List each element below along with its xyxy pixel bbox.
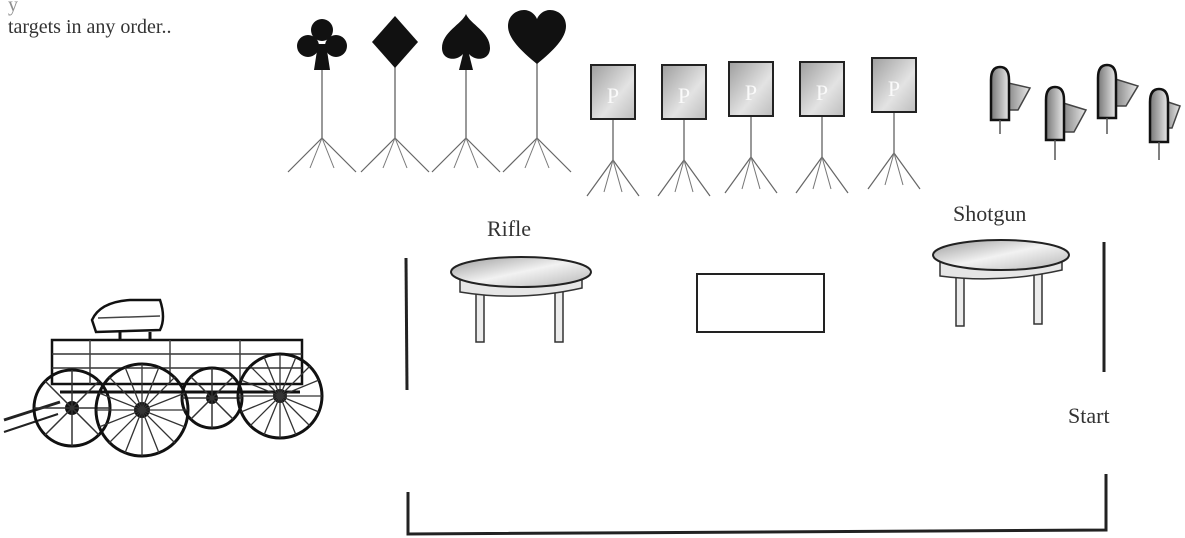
shotgun-table-icon xyxy=(933,240,1069,326)
wagon-wheel-front-right xyxy=(96,364,188,456)
paper-target-2-letter: P xyxy=(678,83,690,108)
heart-target-icon xyxy=(503,10,571,172)
paper-target-3-letter: P xyxy=(745,80,757,105)
wagon-wheel-front-left xyxy=(34,370,110,446)
prop-box xyxy=(697,274,824,332)
paper-target-4-letter: P xyxy=(816,80,828,105)
diamond-target-icon xyxy=(361,16,429,172)
wagon-wheel-back-left xyxy=(182,368,242,428)
paper-target-4-icon: P xyxy=(796,62,848,193)
shotgun-label: Shotgun xyxy=(953,201,1026,227)
popup-target-4-icon xyxy=(1150,89,1180,160)
bottom-bay-line xyxy=(408,474,1106,534)
paper-target-2-icon: P xyxy=(658,65,710,196)
paper-target-1-letter: P xyxy=(607,83,619,108)
rifle-label: Rifle xyxy=(487,216,531,242)
popup-target-3-icon xyxy=(1098,65,1138,134)
paper-target-1-icon: P xyxy=(587,65,639,196)
club-target-icon xyxy=(288,19,356,172)
paper-target-5-icon: P xyxy=(868,58,920,189)
paper-target-3-icon: P xyxy=(725,62,777,193)
popup-target-1-icon xyxy=(991,67,1030,134)
paper-target-5-letter: P xyxy=(888,76,900,101)
wagon-icon xyxy=(4,300,322,456)
start-label: Start xyxy=(1068,403,1110,429)
spade-target-icon xyxy=(432,14,500,172)
popup-target-2-icon xyxy=(1046,87,1086,160)
rifle-table-icon xyxy=(451,257,591,342)
left-bay-line xyxy=(406,258,407,390)
wagon-wheel-back-right xyxy=(238,354,322,438)
